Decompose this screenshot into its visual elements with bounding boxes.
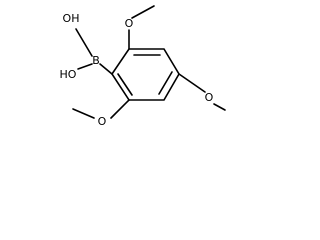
atom-o-bottom-left: O xyxy=(98,115,107,128)
atom-o-top-right: O xyxy=(125,17,134,30)
bond-o-bottom-left-methyl xyxy=(72,108,95,119)
atom-o-bottom-right: O xyxy=(205,91,214,104)
aromatic-bond-left-lower xyxy=(117,73,133,96)
aromatic-bond-right-lower xyxy=(158,71,173,95)
bond-ring-o-bottom-right xyxy=(178,73,206,93)
atom-boron: B xyxy=(92,54,100,67)
atom-ho-bottom: HO xyxy=(60,68,77,81)
bond-ring-boron xyxy=(99,63,113,75)
bond-o-bottom-right-methyl xyxy=(213,103,226,111)
bond-o-top-methyl xyxy=(131,5,155,19)
structure-canvas: OH B HO O O O xyxy=(0,0,230,152)
bond-boron-oh-top xyxy=(75,28,93,57)
bond-ring-o-bottom-left xyxy=(110,99,130,119)
bond-boron-ho-bottom xyxy=(77,63,93,70)
structure-diagram: OH B HO O O O xyxy=(60,5,226,128)
atom-oh-top: OH xyxy=(63,12,80,25)
benzene-ring xyxy=(111,48,180,101)
